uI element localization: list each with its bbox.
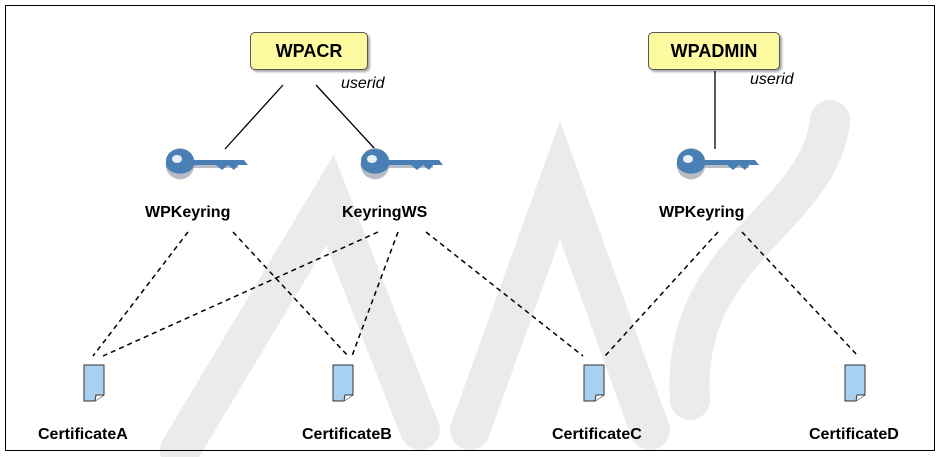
certificate-label: CertificateC (552, 426, 642, 443)
user-box-wpadmin: WPADMIN (648, 32, 780, 70)
link-wpacr-keyringws (315, 84, 376, 150)
watermark (160, 100, 850, 457)
diagram-frame (5, 5, 935, 451)
certificate-label: CertificateD (809, 426, 899, 443)
link-wpacr-wpkeyring (224, 84, 284, 150)
certificate-icon (583, 364, 605, 402)
certificate-icon (332, 364, 354, 402)
certificate-icon (844, 364, 866, 402)
link-wpkeyring-certa (92, 231, 189, 357)
link-wpkeyring2-certc (604, 231, 719, 357)
link-wpkeyring-certb (232, 231, 349, 357)
keyring-label: WPKeyring (659, 204, 745, 221)
user-name: WPADMIN (670, 40, 758, 61)
key-icon (676, 148, 759, 180)
key-icon (165, 148, 248, 180)
keyring-label: KeyringWS (342, 204, 428, 221)
certificate-icon (83, 364, 105, 402)
key-icon (360, 148, 443, 180)
link-keyringws-certc (425, 231, 584, 357)
link-keyringws-certb (351, 231, 399, 357)
certificate-label: CertificateB (302, 426, 392, 443)
link-wpkeyring2-certd (741, 231, 859, 357)
certificate-label: CertificateA (38, 426, 128, 443)
user-box-wpacr: WPACR (250, 32, 368, 70)
userid-note: userid (750, 71, 794, 88)
userid-note: userid (341, 75, 385, 92)
user-name: WPACR (275, 40, 343, 61)
keyring-label: WPKeyring (145, 204, 231, 221)
